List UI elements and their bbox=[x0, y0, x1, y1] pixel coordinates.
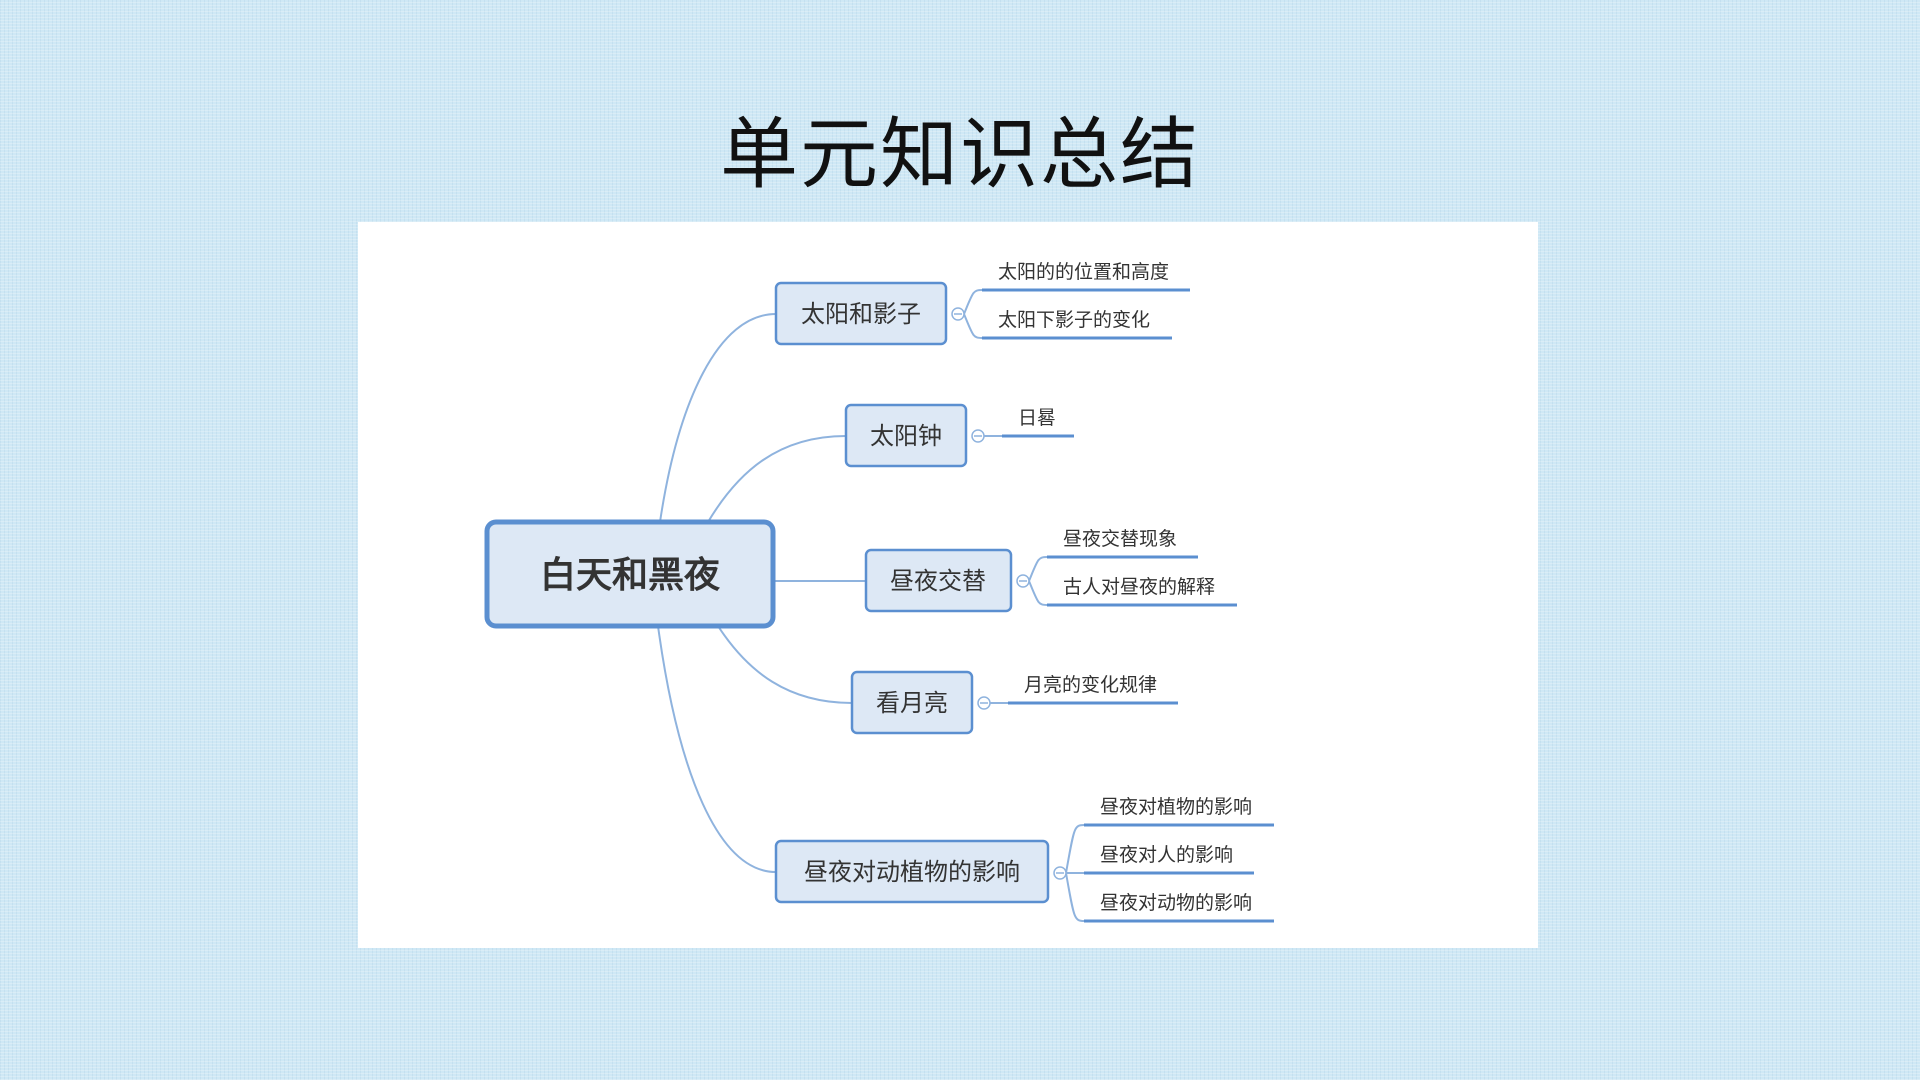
leaf-label: 昼夜对人的影响 bbox=[1100, 844, 1233, 866]
connector-line bbox=[963, 289, 983, 315]
leaf-label: 昼夜交替现象 bbox=[1063, 528, 1177, 550]
branch-label: 昼夜交替 bbox=[890, 567, 986, 595]
branch-node-sundial[interactable]: 太阳钟 bbox=[844, 403, 968, 468]
branch-label: 太阳钟 bbox=[870, 422, 942, 450]
leaf-sundial[interactable]: 日晷 bbox=[1002, 407, 1074, 438]
connector-line bbox=[1028, 580, 1048, 606]
branch-label: 看月亮 bbox=[876, 689, 948, 717]
leaf-moon-pattern[interactable]: 月亮的变化规律 bbox=[1008, 674, 1178, 705]
leaf-label: 太阳的的位置和高度 bbox=[998, 261, 1169, 283]
leaf-shadow-change[interactable]: 太阳下影子的变化 bbox=[982, 309, 1172, 340]
branch-node-moon[interactable]: 看月亮 bbox=[850, 670, 974, 735]
leaf-effect-humans[interactable]: 昼夜对人的影响 bbox=[1084, 844, 1254, 875]
connector-line bbox=[1065, 824, 1085, 874]
leaf-label: 月亮的变化规律 bbox=[1024, 674, 1157, 696]
connector-line bbox=[659, 313, 777, 523]
root-node[interactable]: 白天和黑夜 bbox=[484, 519, 776, 629]
leaf-effect-plants[interactable]: 昼夜对植物的影响 bbox=[1084, 796, 1274, 827]
leaf-label: 昼夜对动物的影响 bbox=[1100, 892, 1252, 914]
leaf-sun-position[interactable]: 太阳的的位置和高度 bbox=[982, 261, 1190, 292]
connector-line bbox=[1028, 556, 1048, 582]
leaf-ancient-explanation[interactable]: 古人对昼夜的解释 bbox=[1047, 576, 1237, 607]
leaf-label: 古人对昼夜的解释 bbox=[1063, 576, 1215, 598]
mindmap-canvas: 白天和黑夜 太阳和影子 太阳钟 昼夜交替 看月亮 昼夜对动植物的影响 太阳 bbox=[358, 222, 1538, 948]
leaf-label: 日晷 bbox=[1018, 407, 1056, 429]
connector-line bbox=[717, 625, 853, 704]
connector-line bbox=[657, 625, 777, 873]
leaf-label: 昼夜对植物的影响 bbox=[1100, 796, 1252, 818]
connector-line bbox=[707, 435, 847, 523]
branch-node-effects[interactable]: 昼夜对动植物的影响 bbox=[774, 839, 1050, 904]
branch-label: 太阳和影子 bbox=[801, 300, 921, 328]
branch-label: 昼夜对动植物的影响 bbox=[804, 858, 1020, 886]
branch-node-day-night[interactable]: 昼夜交替 bbox=[864, 548, 1013, 613]
leaf-day-night-phenomenon[interactable]: 昼夜交替现象 bbox=[1047, 528, 1198, 559]
connector-line bbox=[1065, 872, 1085, 922]
mindmap-diagram: 白天和黑夜 太阳和影子 太阳钟 昼夜交替 看月亮 昼夜对动植物的影响 太阳 bbox=[484, 261, 1274, 923]
root-label: 白天和黑夜 bbox=[540, 555, 721, 596]
connector-line bbox=[963, 313, 983, 339]
leaf-label: 太阳下影子的变化 bbox=[998, 309, 1150, 331]
slide-title: 单元知识总结 bbox=[719, 110, 1200, 200]
branch-node-sun-shadow[interactable]: 太阳和影子 bbox=[774, 281, 948, 346]
leaf-effect-animals[interactable]: 昼夜对动物的影响 bbox=[1084, 892, 1274, 923]
